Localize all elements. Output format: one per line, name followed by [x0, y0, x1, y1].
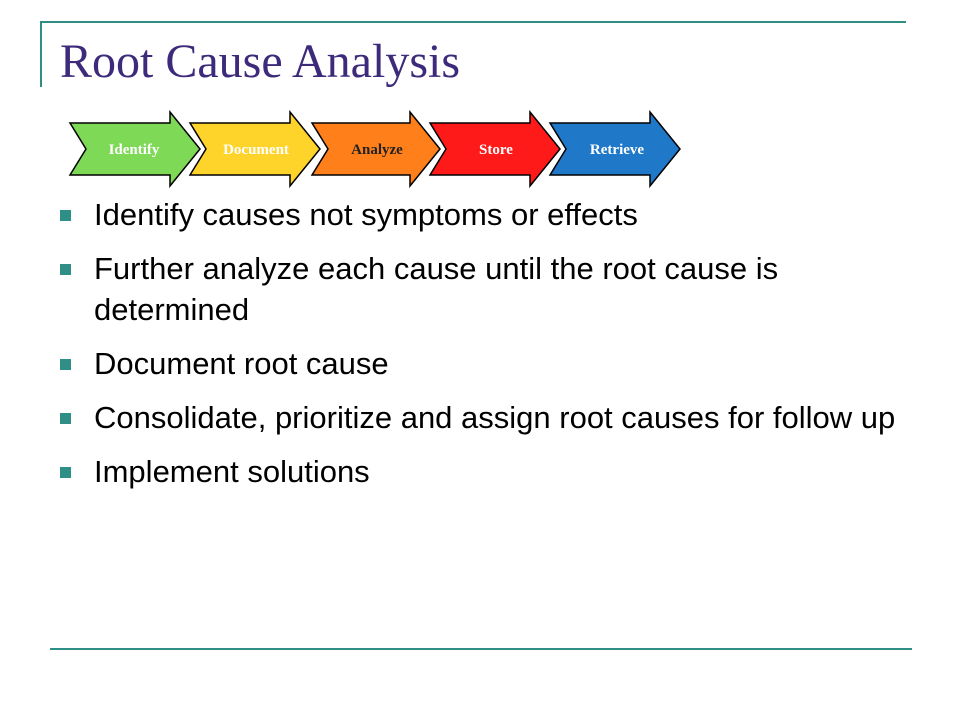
bullet-list: Identify causes not symptoms or effects …	[60, 195, 920, 507]
bullet-item: Identify causes not symptoms or effects	[60, 195, 920, 235]
bullet-marker	[60, 467, 71, 479]
process-step-document: Document	[188, 109, 321, 189]
process-step-retrieve: Retrieve	[548, 109, 681, 189]
frame-top-line	[40, 21, 906, 23]
bullet-item: Further analyze each cause until the roo…	[60, 249, 920, 330]
bullet-marker	[60, 413, 71, 425]
process-step-label: Identify	[109, 142, 160, 158]
process-step-identify: Identify	[68, 109, 201, 189]
process-step-analyze: Analyze	[310, 109, 441, 189]
bullet-text: Consolidate, prioritize and assign root …	[94, 400, 896, 436]
bullet-item: Implement solutions	[60, 452, 920, 492]
bullet-text: Identify causes not symptoms or effects	[94, 197, 638, 232]
process-step-label: Store	[479, 142, 513, 158]
bullet-text: Further analyze each cause until the roo…	[94, 251, 779, 327]
process-flow: Identify Document Analyze Store Retrieve	[68, 109, 681, 189]
frame-bottom-line	[50, 648, 912, 650]
slide-title: Root Cause Analysis	[60, 35, 461, 88]
bullet-item: Document root cause	[60, 344, 920, 384]
bullet-item: Consolidate, prioritize and assign root …	[60, 398, 920, 438]
bullet-text: Implement solutions	[94, 454, 370, 490]
frame-left-line	[40, 21, 42, 87]
bullet-marker	[60, 358, 71, 370]
process-step-label: Analyze	[351, 142, 403, 158]
bullet-marker	[60, 210, 71, 221]
process-step-store: Store	[428, 109, 561, 189]
process-step-label: Retrieve	[590, 142, 644, 158]
process-step-label: Document	[223, 142, 289, 158]
bullet-marker	[60, 264, 71, 276]
bullet-text: Document root cause	[94, 345, 389, 381]
